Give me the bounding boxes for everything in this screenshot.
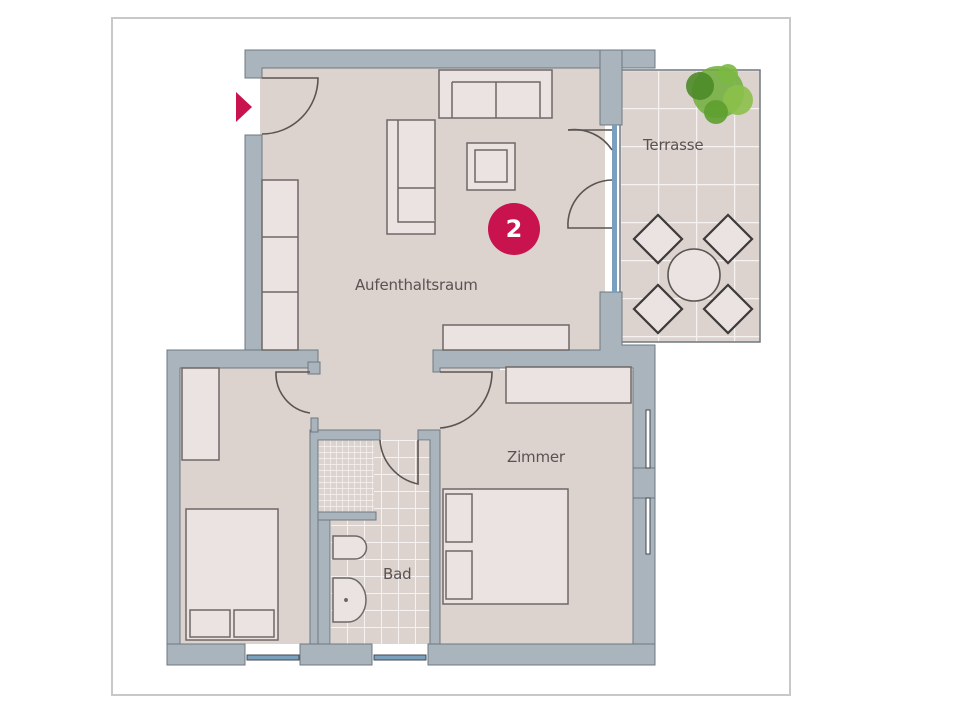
- plant-icon: [686, 64, 753, 124]
- bath-fixtures: [332, 535, 368, 623]
- zimmer-furniture: [442, 366, 632, 605]
- room-label-bath: Bad: [383, 565, 412, 583]
- room-label-zimmer: Zimmer: [507, 448, 565, 466]
- entrance-arrow-icon: [236, 92, 252, 122]
- windows: [246, 125, 651, 661]
- terrace-border: [619, 69, 761, 343]
- room-label-terrace: Terrasse: [643, 136, 704, 154]
- unit-number-badge: 2: [488, 203, 540, 255]
- living-furniture: [261, 69, 570, 351]
- terrace-furniture: [632, 213, 754, 335]
- left-room-furniture: [181, 367, 279, 641]
- plan-frame: [111, 17, 791, 696]
- room-label-living: Aufenthaltsraum: [355, 276, 478, 294]
- doors: [261, 77, 613, 485]
